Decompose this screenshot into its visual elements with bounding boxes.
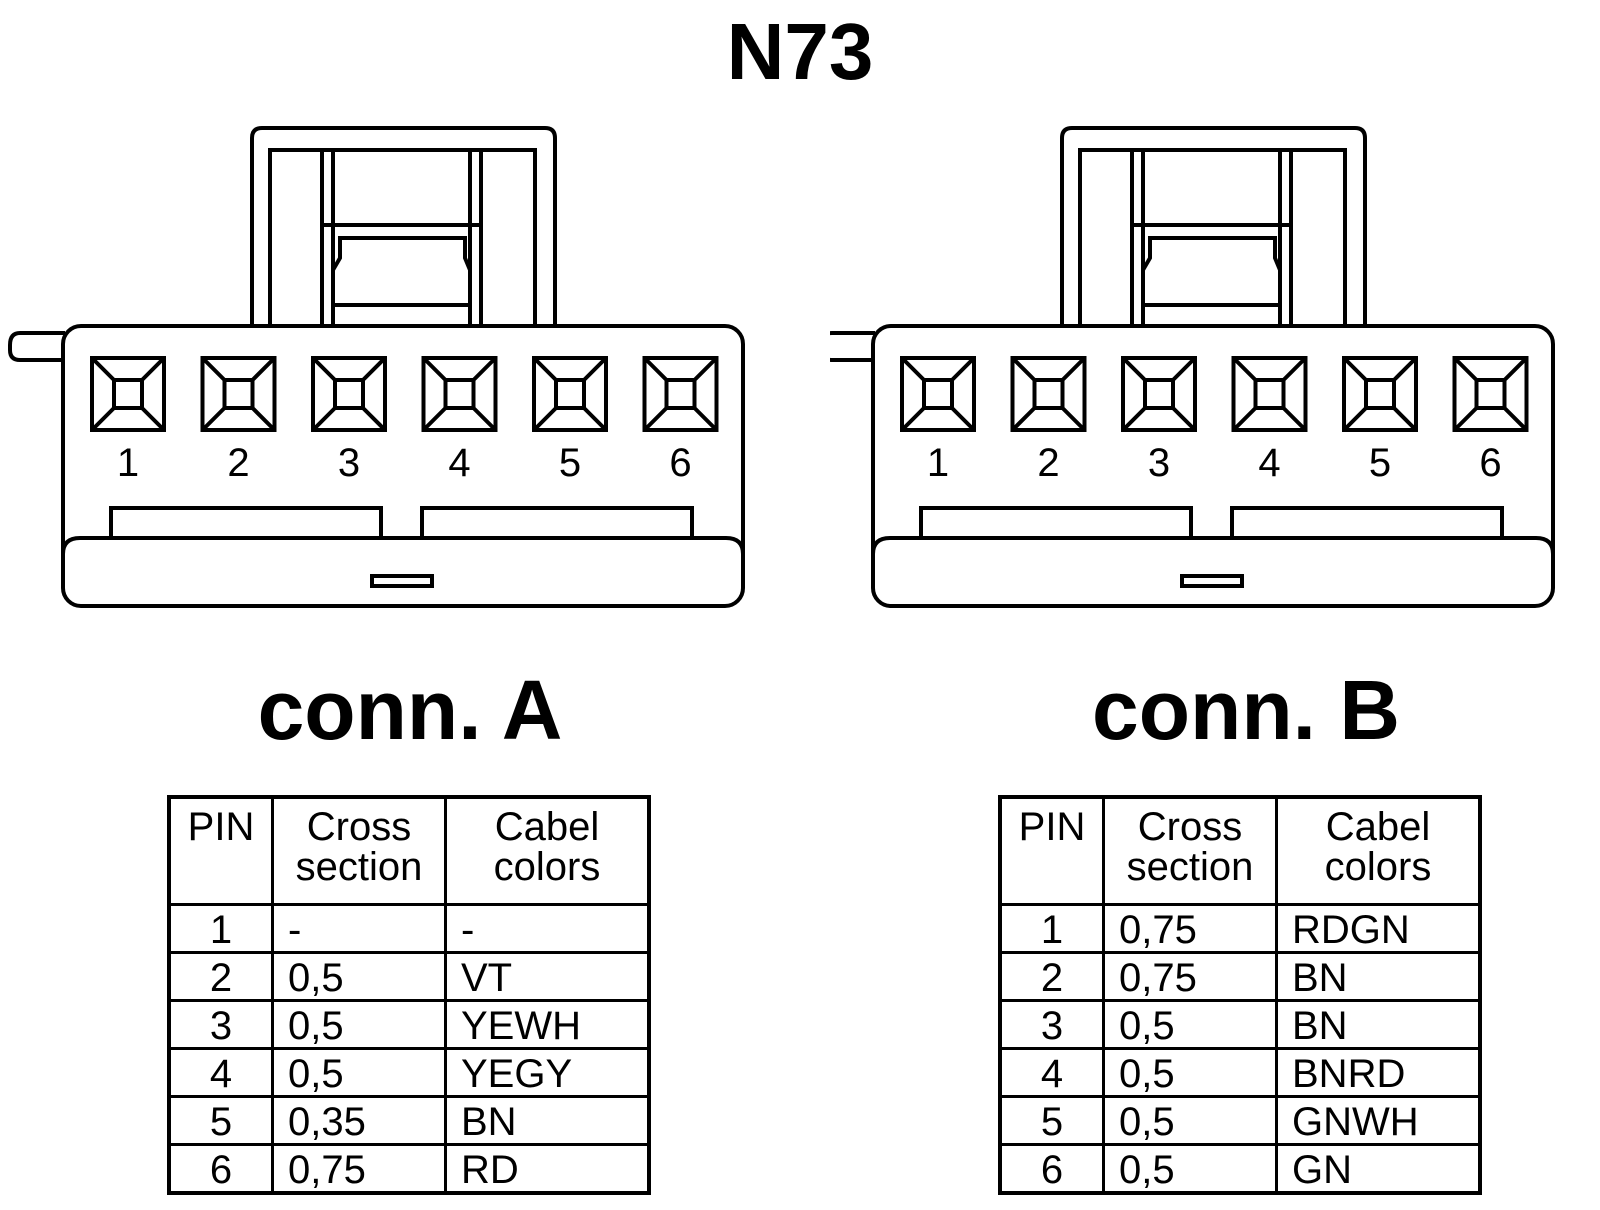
pin-cavity — [1010, 356, 1087, 432]
pin-number-label: 6 — [1479, 441, 1501, 485]
cell-cross-section: 0,5 — [271, 999, 447, 1050]
pin-number-label: 1 — [117, 441, 139, 485]
cell-cross-section: 0,5 — [271, 1047, 447, 1098]
pin-cavity — [311, 356, 387, 432]
cell-cable-color: - — [444, 903, 651, 954]
cell-cable-color: YEWH — [444, 999, 651, 1050]
table-row: 1-- — [167, 903, 651, 954]
connector-a-label: conn. A — [257, 663, 563, 757]
cell-pin: 1 — [167, 903, 274, 954]
cell-pin: 2 — [998, 951, 1105, 1002]
pin-cavity — [1231, 356, 1308, 432]
connector-b-label: conn. B — [1092, 663, 1400, 757]
header-pin: PIN — [167, 795, 274, 906]
cell-cross-section: 0,35 — [271, 1095, 447, 1146]
cell-pin: 1 — [998, 903, 1105, 954]
cell-cable-color: VT — [444, 951, 651, 1002]
pin-number-label: 3 — [1148, 441, 1170, 485]
pin-number-label: 3 — [338, 441, 360, 485]
cell-cable-color: RD — [444, 1143, 651, 1195]
pin-number-label: 5 — [1369, 441, 1391, 485]
cell-pin: 5 — [167, 1095, 274, 1146]
cell-cross-section: 0,75 — [271, 1143, 447, 1195]
cell-pin: 4 — [167, 1047, 274, 1098]
cell-cross-section: 0,5 — [1102, 1047, 1278, 1098]
cell-cable-color: YEGY — [444, 1047, 651, 1098]
cell-cable-color: RDGN — [1275, 903, 1482, 954]
cell-cable-color: BN — [444, 1095, 651, 1146]
cell-cable-color: BNRD — [1275, 1047, 1482, 1098]
pin-cavity — [421, 356, 498, 432]
connector-a-drawing: 1 2 3 4 5 6 — [8, 126, 745, 608]
pin-number-label: 2 — [227, 441, 249, 485]
pin-cavity — [1452, 356, 1529, 432]
pin-cavity — [642, 356, 719, 432]
pin-number-label: 1 — [927, 441, 949, 485]
cell-cross-section: 0,5 — [1102, 1143, 1278, 1195]
pin-cavity — [90, 356, 166, 432]
pin-number-label: 6 — [669, 441, 691, 485]
pin-cavity — [1342, 356, 1418, 432]
cell-pin: 6 — [998, 1143, 1105, 1195]
pin-cavity — [200, 356, 277, 432]
pin-cavity — [532, 356, 608, 432]
pin-number-label: 2 — [1037, 441, 1059, 485]
cell-pin: 3 — [998, 999, 1105, 1050]
cell-cross-section: - — [271, 903, 447, 954]
cell-cable-color: GNWH — [1275, 1095, 1482, 1146]
cell-pin: 3 — [167, 999, 274, 1050]
cell-cross-section: 0,75 — [1102, 951, 1278, 1002]
cell-cross-section: 0,5 — [1102, 1095, 1278, 1146]
pin-number-label: 4 — [448, 441, 470, 485]
header-pin: PIN — [998, 795, 1105, 906]
cell-pin: 2 — [167, 951, 274, 1002]
pin-number-label: 4 — [1258, 441, 1280, 485]
cell-cable-color: BN — [1275, 951, 1482, 1002]
cell-cross-section: 0,5 — [271, 951, 447, 1002]
pin-cavity — [900, 356, 976, 432]
cell-cable-color: GN — [1275, 1143, 1482, 1195]
cell-pin: 5 — [998, 1095, 1105, 1146]
cell-cross-section: 0,5 — [1102, 999, 1278, 1050]
cell-cross-section: 0,75 — [1102, 903, 1278, 954]
cell-pin: 6 — [167, 1143, 274, 1195]
diagram-title: N73 — [726, 7, 874, 96]
pin-number-label: 5 — [559, 441, 581, 485]
pin-cavity — [1121, 356, 1197, 432]
connector-b-drawing: 1 2 3 4 5 6 — [830, 126, 1555, 608]
cell-cable-color: BN — [1275, 999, 1482, 1050]
cell-pin: 4 — [998, 1047, 1105, 1098]
